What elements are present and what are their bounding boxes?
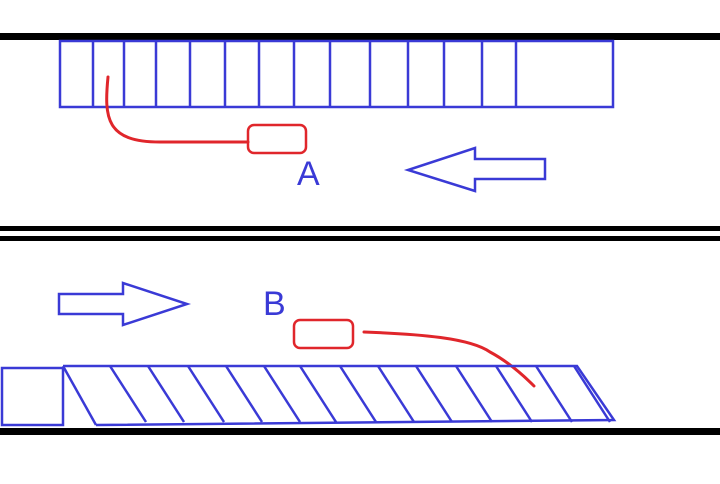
car-b — [292, 318, 355, 350]
bottom-spot-divider — [534, 365, 574, 423]
bottom-spot-divider — [454, 365, 494, 423]
top-spot-dividers — [91, 41, 518, 107]
label-a: A — [297, 155, 320, 193]
arrow-right-icon — [57, 281, 192, 327]
bottom-spot-divider — [376, 365, 416, 423]
bottom-spot-divider — [338, 365, 378, 423]
bottom-parking-outline — [63, 364, 617, 427]
bottom-spot-divider — [186, 365, 226, 423]
bottom-spot-divider — [262, 365, 302, 423]
road-edges — [0, 33, 720, 435]
arrow-left-icon — [403, 146, 547, 193]
bottom-spot-divider — [494, 365, 534, 423]
bottom-spot-divider — [146, 365, 186, 423]
bottom-first-diagonal — [61, 365, 98, 426]
bottom-spot-divider — [572, 365, 612, 423]
top-road-edge — [0, 33, 720, 40]
bottom-road-edge — [0, 428, 720, 435]
label-b: B — [263, 285, 286, 323]
car-path-a — [105, 75, 250, 144]
car-path-b — [362, 330, 536, 388]
bottom-spot-divider — [414, 365, 454, 423]
bottom-end-box — [0, 366, 65, 427]
bottom-parking-row — [0, 364, 617, 427]
top-parking-outline — [58, 39, 615, 109]
bottom-spot-divider — [298, 365, 338, 423]
bottom-spot-dividers — [108, 365, 612, 423]
middle-road-edge-upper — [0, 226, 720, 231]
car-a — [246, 123, 308, 155]
middle-road-edge-lower — [0, 236, 720, 241]
bottom-spot-divider — [224, 365, 264, 423]
top-parking-row — [58, 39, 615, 109]
bottom-spot-divider — [108, 365, 148, 423]
